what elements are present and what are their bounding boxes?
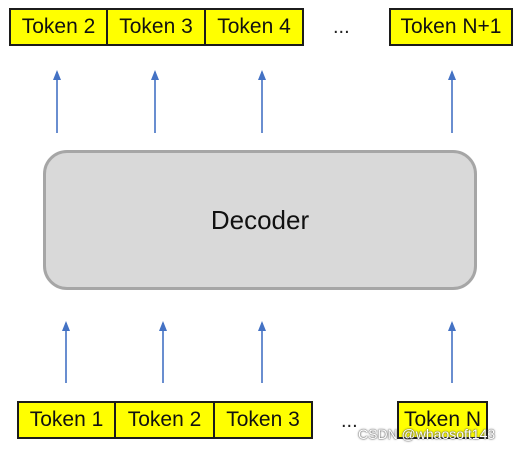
input-ellipsis: ... [341,410,358,432]
input-arrows [62,321,456,383]
input-token-2: Token 2 [114,401,215,439]
watermark: CSDN @whaosoft143 [358,426,496,442]
arrow-out-1-head [53,70,61,80]
arrow-out-3-head [258,70,266,80]
output-arrows [53,70,456,133]
output-ellipsis: ... [333,16,350,38]
input-token-4: Token N [397,401,488,439]
arrow-in-3-head [258,321,266,331]
arrow-out-2-head [151,70,159,80]
arrow-in-1-head [62,321,70,331]
input-token-3: Token 3 [213,401,313,439]
arrow-in-4-head [448,321,456,331]
output-token-2: Token 3 [106,8,206,46]
decoder-block: Decoder [43,150,477,290]
input-token-1: Token 1 [17,401,116,439]
arrow-out-4-head [448,70,456,80]
arrow-in-2-head [159,321,167,331]
output-token-1: Token 2 [9,8,108,46]
output-token-3: Token 4 [204,8,304,46]
decoder-label: Decoder [210,204,310,235]
output-token-4: Token N+1 [389,8,513,46]
